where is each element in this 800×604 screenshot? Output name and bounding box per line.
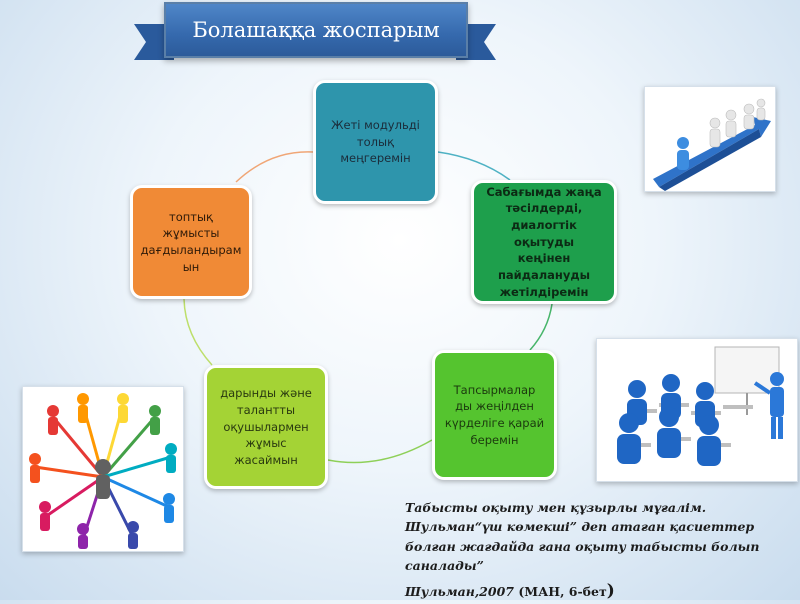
classroom-presentation-illustration	[596, 338, 798, 482]
connector-5-1	[235, 151, 314, 183]
cycle-node-group-work: топтық жұмысты дағдыландырам ын	[130, 185, 252, 299]
cycle-node-new-methods: Сабағымда жаңа тәсілдерді, диалогтік оқы…	[471, 180, 617, 304]
quote-caption: Табысты оқыту мен құзырлы мұғалім. Шульм…	[405, 498, 795, 604]
quote-text: Табысты оқыту мен құзырлы мұғалім. Шульм…	[405, 500, 760, 574]
connector-1-2	[437, 151, 511, 181]
connector-3-4	[327, 439, 433, 464]
figures-on-arrow-illustration	[644, 86, 776, 192]
cycle-node-gifted-students: дарынды және талантты оқушылармен жұмыс …	[204, 365, 328, 489]
reference-source: (МАН, 6-бет	[518, 583, 607, 599]
page-title: Болашаққа жоспарым	[164, 2, 468, 58]
connector-4-5	[183, 298, 213, 366]
reference-close-paren: )	[606, 580, 615, 601]
networked-people-illustration	[22, 386, 184, 552]
reference-author: Шульман,2007	[405, 583, 514, 599]
quote-reference: Шульман,2007 (МАН, 6-бет)	[405, 578, 795, 604]
title-ribbon: Болашаққа жоспарым	[134, 0, 496, 66]
cycle-node-tasks: Тапсырмалар ды жеңілден күрделіге қарай …	[432, 350, 557, 480]
connector-2-3	[529, 303, 553, 351]
cycle-node-modules: Жеті модульді толық меңгеремін	[313, 80, 438, 204]
